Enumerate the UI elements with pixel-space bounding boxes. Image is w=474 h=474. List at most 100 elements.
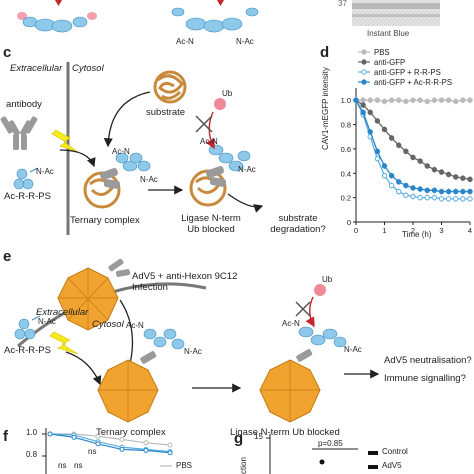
d-data-point — [374, 97, 381, 103]
f-data-point — [119, 446, 125, 452]
lightning-icon-e — [49, 331, 79, 355]
d-data-point — [467, 97, 473, 103]
g-legend-control: Control — [382, 447, 408, 456]
d-data-point — [445, 97, 452, 103]
c-ligase-line2: Ub blocked — [187, 224, 235, 235]
c-extracellular-label: Extracellular — [10, 63, 63, 74]
d-data-point — [445, 171, 452, 178]
panel-label-d: d — [320, 44, 330, 61]
d-data-point — [381, 163, 388, 169]
f-data-point — [71, 434, 77, 440]
peptide-icon — [13, 167, 39, 190]
f-data-point — [167, 442, 173, 448]
d-data-point — [403, 192, 409, 198]
f-data-point — [95, 441, 101, 447]
c-nac2-label: N-Ac — [238, 165, 256, 174]
d-ytick-label: 0.4 — [341, 169, 351, 178]
d-data-point — [453, 98, 459, 105]
d-xlabel: Time (h) — [402, 230, 432, 239]
d-data-point — [431, 187, 438, 194]
d-data-point — [424, 194, 430, 201]
c-ternary-label: Ternary complex — [70, 215, 140, 226]
d-data-point — [417, 186, 423, 192]
top-acn-label: Ac-N — [176, 37, 194, 46]
f-legend-pbs: PBS — [176, 461, 193, 470]
ubiquitin-icon-e — [314, 284, 326, 296]
d-xtick-label: 0 — [354, 226, 358, 235]
g-ytick-15: 15 — [254, 432, 263, 441]
d-data-point — [453, 188, 459, 195]
ligase-complex-c — [189, 144, 251, 207]
top-left-trim21-cartoon — [17, 0, 97, 33]
d-data-point — [460, 175, 466, 181]
d-data-point — [431, 166, 438, 173]
d-ytick-label: 0.8 — [341, 121, 351, 130]
f-data-point — [47, 431, 53, 437]
lightning-icon — [51, 129, 79, 153]
e-ligase-label: Ligase N-term Ub blocked — [230, 427, 340, 438]
d-data-point — [445, 196, 452, 202]
d-data-point — [410, 154, 416, 161]
d-data-point — [438, 188, 445, 195]
c-ub-label: Ub — [222, 89, 233, 98]
d-data-point — [388, 135, 395, 141]
d-data-point — [410, 193, 416, 200]
d-legend-label: anti-GFP + Ac-R-R-PS — [374, 78, 452, 87]
d-data-point — [374, 155, 381, 162]
d-xtick-label: 4 — [468, 226, 472, 235]
ternary-complex-c — [83, 152, 151, 209]
d-data-point — [381, 173, 388, 179]
f-ytick-0.8: 0.8 — [26, 450, 38, 459]
g-legend-adv5: AdV5 — [382, 461, 402, 470]
c-acn2-label: Ac-N — [200, 137, 218, 146]
blocked-cross-icon-e — [295, 301, 311, 317]
d-data-point — [453, 174, 459, 180]
d-data-point — [438, 169, 445, 175]
d-data-point — [396, 179, 402, 185]
top-middle-trim21-cartoon — [171, 0, 259, 33]
d-data-point — [431, 194, 438, 201]
gel-tick-label: 37 — [338, 0, 347, 8]
control-data-point — [319, 459, 325, 465]
g-ylabel: ction — [239, 457, 248, 474]
d-data-point — [460, 196, 466, 202]
d-data-point — [467, 188, 473, 195]
f-series-line — [50, 433, 171, 446]
e-acn1-label: Ac-N — [126, 321, 144, 330]
d-data-point — [381, 98, 388, 105]
d-ytick-label: 0 — [347, 218, 351, 227]
f-series-line — [49, 433, 171, 453]
c-peptide-nac-label: N-Ac — [36, 167, 54, 176]
d-legend-label: anti-GFP — [374, 58, 405, 67]
c-substrate-label: substrate — [146, 107, 186, 118]
d-data-point — [410, 97, 416, 103]
d-data-point — [374, 148, 381, 155]
panel-c-illustration — [0, 62, 264, 235]
d-legend-marker — [361, 59, 367, 65]
ubiquitin-icon — [214, 98, 226, 110]
d-ylabel: CAV1-mEGFP intensity — [321, 67, 330, 150]
f-data-point — [143, 448, 149, 453]
e-peptide-label: Ac-R-R-PS — [4, 345, 51, 356]
e-peptide-nac-label: N-Ac — [38, 317, 56, 326]
d-data-point — [431, 97, 438, 103]
d-data-point — [467, 176, 473, 183]
f-ns-3: ns — [88, 447, 97, 456]
d-data-point — [417, 194, 423, 201]
e-extracellular-label: Extracellular — [36, 307, 89, 318]
e-ternary-label: Ternary complex — [96, 427, 166, 438]
d-data-point — [396, 142, 402, 148]
f-data-point — [95, 433, 101, 439]
d-data-point — [445, 188, 452, 195]
e-outcome2: Immune signalling? — [384, 373, 466, 384]
c-degradation-line1: substrate — [278, 213, 318, 224]
d-data-point — [360, 109, 366, 116]
peptide-icon-e — [14, 315, 41, 340]
d-data-point — [424, 187, 430, 194]
d-data-point — [438, 196, 445, 202]
c-acn1-label: Ac-N — [112, 147, 130, 156]
g-pvalue: p=0.85 — [318, 439, 343, 448]
c-cytosol-label: Cytosol — [72, 63, 104, 74]
gel-caption: Instant Blue — [367, 29, 410, 38]
